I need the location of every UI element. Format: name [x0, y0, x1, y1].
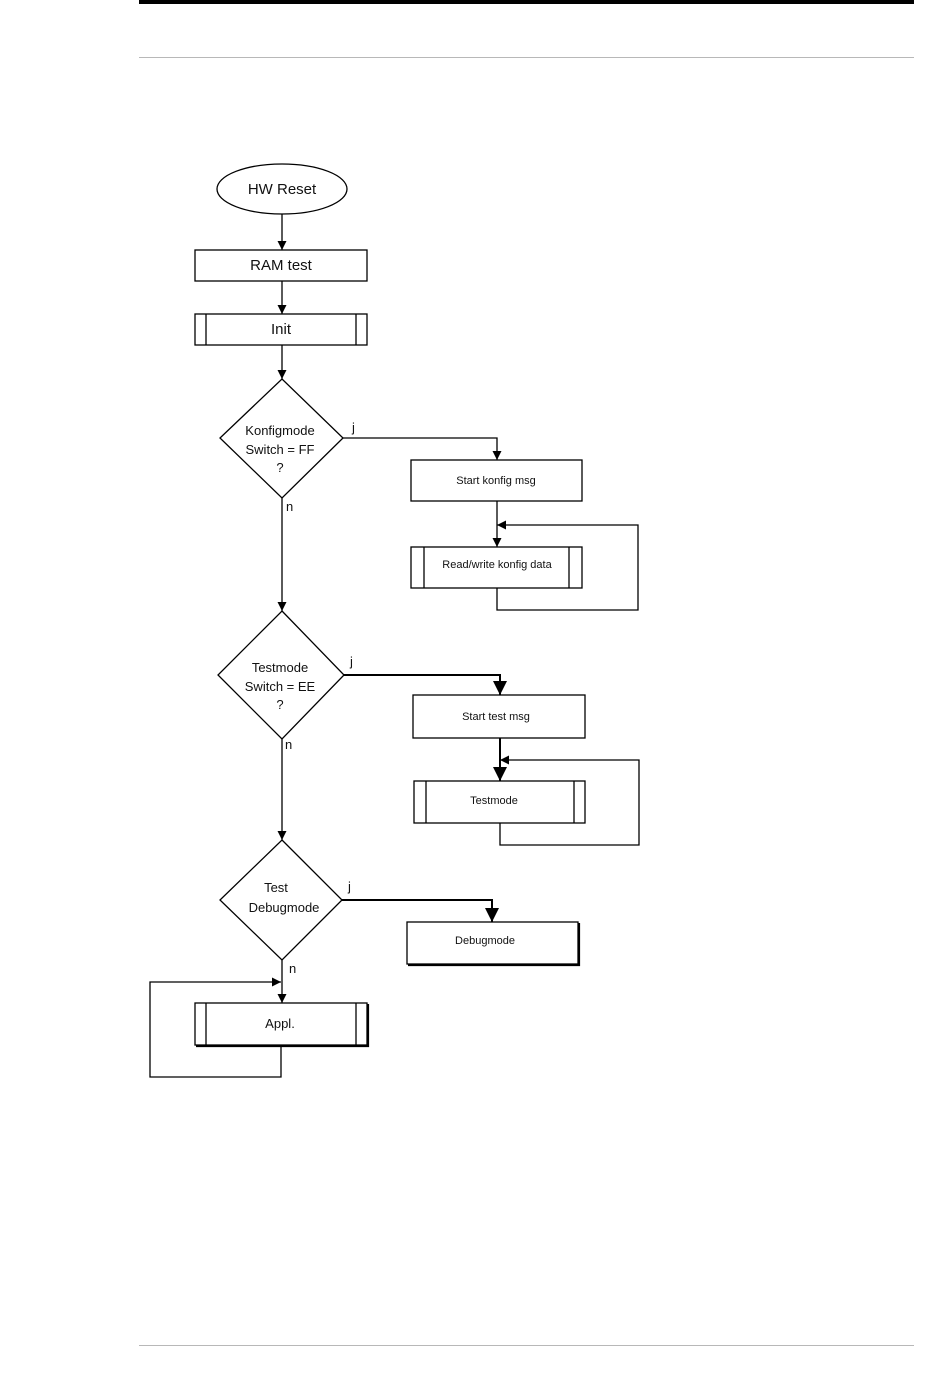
decision-debug-line1: Test — [264, 880, 288, 895]
ram-test-label: RAM test — [250, 257, 313, 274]
init-label: Init — [271, 321, 292, 338]
edge-konfig-yes — [343, 438, 497, 460]
testmode-label: Testmode — [470, 795, 518, 807]
debug-yes-label: j — [347, 879, 351, 894]
test-yes-label: j — [349, 654, 353, 669]
decision-test-line3: ? — [276, 697, 283, 712]
read-write-konfig-label: Read/write konfig data — [442, 559, 552, 571]
appl-label: Appl. — [265, 1016, 295, 1031]
edge-test-yes — [344, 675, 500, 695]
decision-debug-line2: Debugmode — [249, 900, 320, 915]
decision-testmode — [218, 611, 344, 739]
decision-konfig-line1: Konfigmode — [245, 423, 314, 438]
test-no-label: n — [285, 737, 292, 752]
start-test-msg-label: Start test msg — [462, 711, 530, 723]
decision-konfigmode — [220, 379, 343, 498]
edge-debug-yes — [342, 900, 492, 922]
decision-konfig-line3: ? — [276, 460, 283, 475]
decision-test-line1: Testmode — [252, 660, 308, 675]
start-label: HW Reset — [248, 181, 317, 198]
debugmode-label: Debugmode — [455, 935, 515, 947]
debug-no-label: n — [289, 961, 296, 976]
decision-konfig-line2: Switch = FF — [246, 442, 315, 457]
start-konfig-msg-label: Start konfig msg — [456, 475, 535, 487]
decision-test-line2: Switch = EE — [245, 679, 316, 694]
konfig-yes-label: j — [351, 420, 355, 435]
konfig-no-label: n — [286, 499, 293, 514]
